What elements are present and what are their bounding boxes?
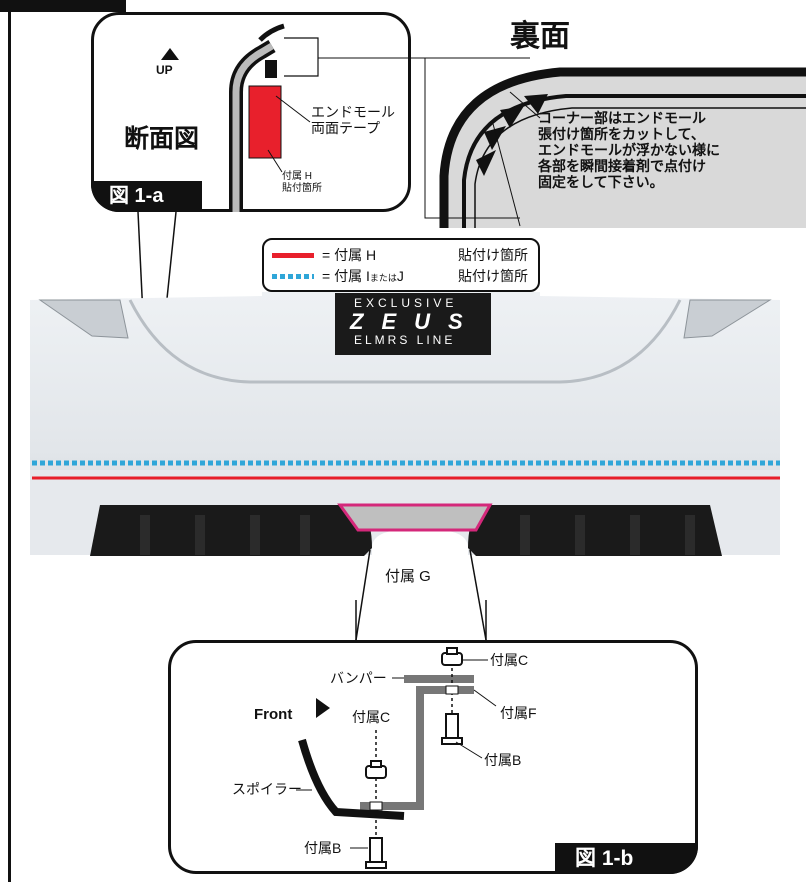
part-c-mid-label: 付属C — [352, 709, 391, 725]
figure-1a-caption: 図 1-a — [91, 181, 202, 212]
legend-h-label: = 付属 H — [322, 247, 377, 263]
header-tab — [0, 0, 126, 12]
license-plate — [335, 293, 491, 355]
plate-line-2: ZEUS — [350, 309, 481, 334]
front-label: Front — [254, 706, 293, 723]
part-b-bottom-label: 付属B — [304, 840, 342, 856]
legend-h-suffix: 貼付け箇所 — [458, 247, 528, 263]
legend-ij-mid: J — [396, 268, 404, 284]
section-title: 断面図 — [124, 125, 200, 153]
figure-1b-caption: 図 1-b — [555, 843, 698, 874]
part-g-label: 付属 G — [385, 568, 431, 585]
tape-label: エンドモール 両面テープ — [311, 104, 395, 137]
part-c-top-label: 付属C — [490, 652, 529, 668]
legend-box — [262, 238, 540, 292]
legend-ij-suffix: 貼付け箇所 — [458, 268, 528, 284]
bumper-label: バンパー — [330, 670, 387, 686]
back-view-note: コーナー部はエンドモール 張付け箇所をカットして、 エンドモールが浮かない様に … — [538, 110, 720, 190]
legend-line-h — [272, 253, 314, 258]
legend-ij-small: または — [369, 273, 397, 283]
legend-ij-label: = 付属 IまたはJ — [322, 268, 404, 284]
part-b-right-label: 付属B — [484, 752, 522, 768]
left-rule — [8, 0, 11, 882]
plate-line-3: ELMRS LINE — [354, 333, 456, 347]
part-h-label: 付属 H 貼付箇所 — [282, 171, 322, 194]
back-view-title: 裏面 — [510, 20, 570, 53]
legend-ij-prefix: = 付属 I — [322, 268, 370, 284]
spoiler-label: スポイラー — [232, 781, 302, 797]
part-f-label: 付属F — [500, 705, 537, 721]
plate-line-1: EXCLUSIVE — [354, 296, 458, 310]
up-label: UP — [156, 63, 173, 77]
legend-line-ij — [272, 274, 314, 279]
